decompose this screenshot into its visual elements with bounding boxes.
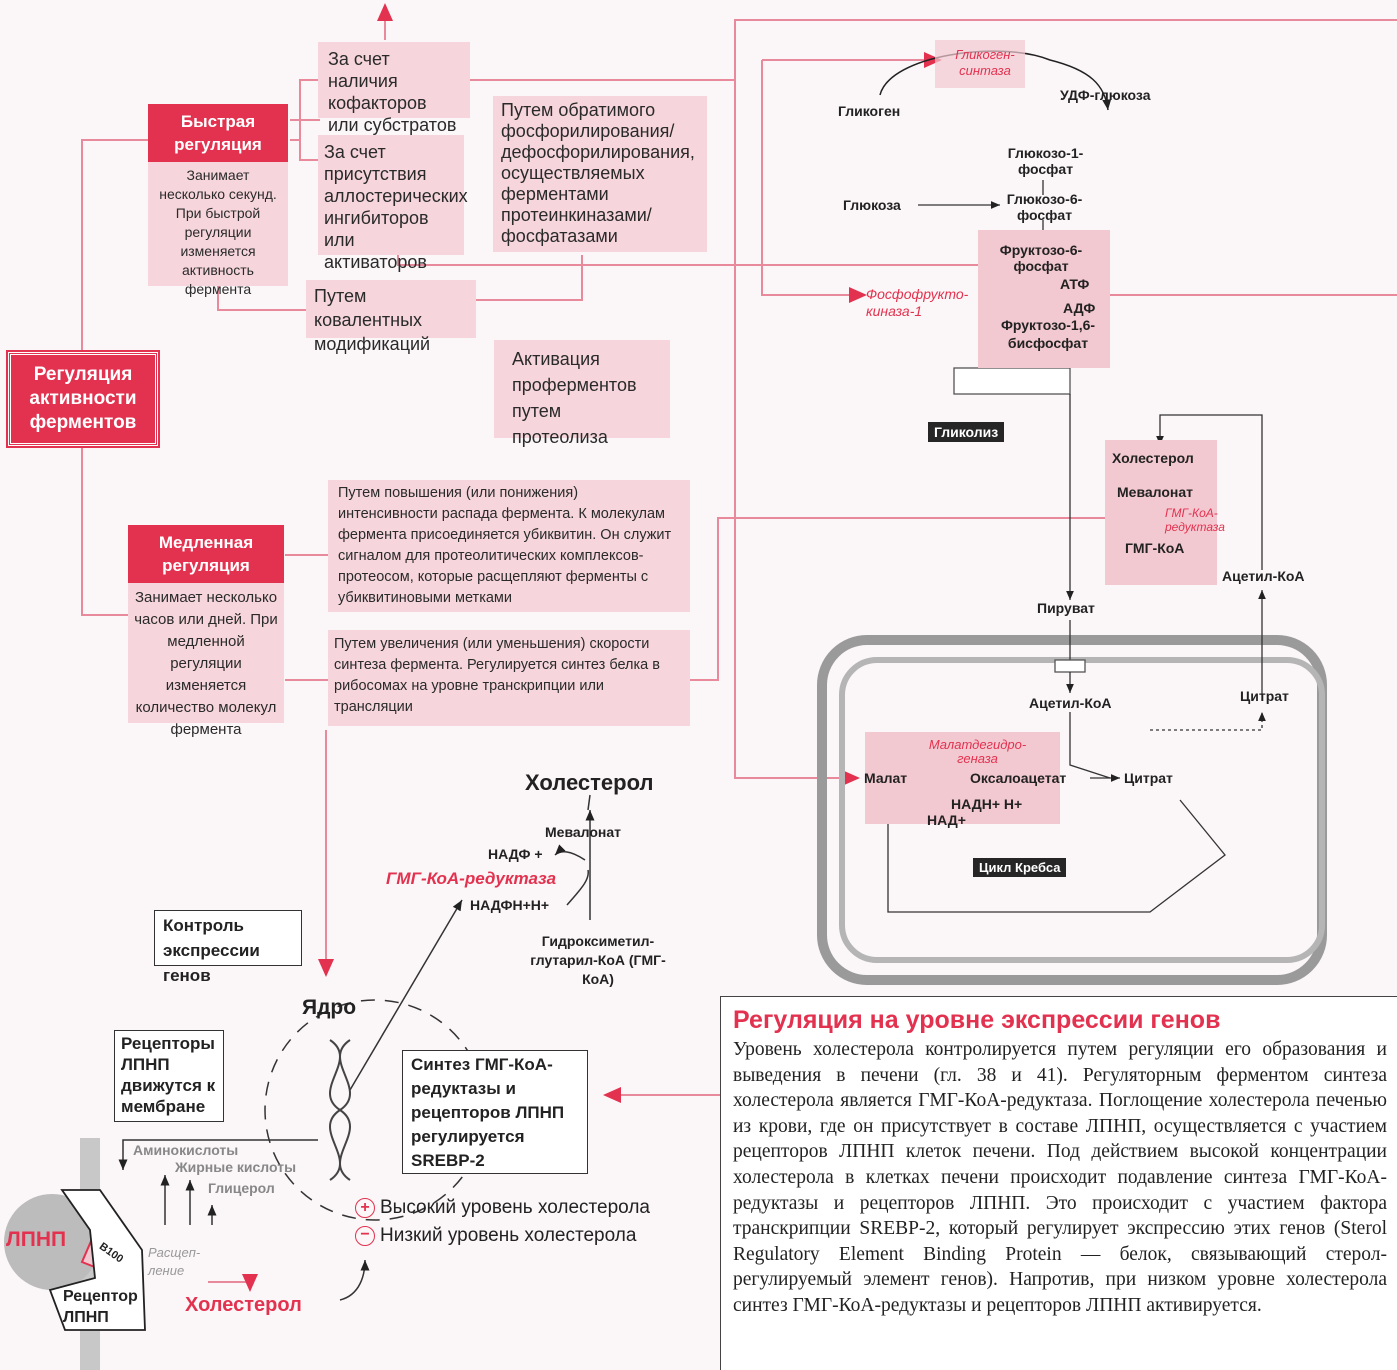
oxaloacetate: Оксалоацетат — [970, 770, 1067, 786]
pfk-highlight — [978, 230, 1110, 368]
hmgcoa-cyto: ГМГ-КоА — [1125, 540, 1185, 556]
main-title: Регуляция активности ферментов — [6, 350, 160, 448]
article-text: Уровень холестерола контролируется путем… — [733, 1039, 1387, 1316]
high-cholesterol: Высокий уровень холестерола — [380, 1197, 650, 1218]
nucleus-label: Ядро — [302, 996, 357, 1019]
glycogen-synthase-label: Гликоген-синтаза — [955, 47, 1015, 78]
citrate-mito-top: Цитрат — [1240, 688, 1289, 704]
mechanism-cofactors: За счет наличия кофакторов или субстрато… — [318, 42, 470, 135]
gene-control-box: Контроль экспрессии генов — [154, 910, 302, 985]
receptors-move-box: Рецепторы ЛПНП движутся к мембране — [114, 1030, 224, 1122]
hmgcoa-reductase-label: ГМГ-КоА-редуктаза — [1165, 506, 1225, 534]
reductase-gene: ГМГ-КоА-редуктаза — [386, 869, 557, 888]
fructose-6-phosphate: Фруктозо-6-фосфат — [999, 242, 1083, 274]
article-box: Регуляция на уровне экспрессии генов Уро… — [720, 996, 1397, 1370]
nad: НАД+ — [927, 812, 966, 828]
acetyl-coa-cyto: Ацетил-КоА — [1222, 568, 1305, 584]
pfk-label: Фосфофрукто-киназа-1 — [866, 286, 969, 319]
malate: Малат — [864, 770, 908, 786]
low-cholesterol: Низкий уровень холестерола — [380, 1225, 637, 1246]
acetyl-coa-mito: Ацетил-КоА — [1029, 695, 1112, 711]
slow-regulation-desc: Занимает несколько часов или дней. При м… — [128, 583, 284, 738]
glucose-6-phosphate: Глюкозо-6-фосфат — [1006, 191, 1083, 223]
reductase-highlight — [1105, 440, 1217, 585]
glycogen-synthase-highlight — [935, 40, 1025, 88]
amino-acids: Аминокислоты — [133, 1142, 239, 1158]
udp-glucose: УДФ-глюкоза — [1060, 87, 1151, 103]
slow-regulation-title: Медленная регуляция — [128, 525, 284, 583]
malate-dh-label: Малатдегидро-геназа — [928, 737, 1027, 766]
fast-regulation-title: Быстрая регуляция — [148, 104, 288, 162]
nadph: НАДФН+Н+ — [470, 897, 550, 913]
adp: АДФ — [1063, 300, 1096, 316]
mechanism-proteolysis: Активация проферментов путем протеолиза — [494, 340, 670, 447]
cholesterol-bottom: Холестерол — [185, 1294, 302, 1316]
citrate-mito: Цитрат — [1124, 770, 1173, 786]
receptor-label: Рецептор ЛПНП — [63, 1288, 138, 1326]
pyruvate: Пируват — [1037, 600, 1095, 616]
minus-icon: − — [355, 1226, 375, 1246]
cholesterol-cyto: Холестерол — [1112, 450, 1194, 466]
mechanism-covalent: Путем ковалентных модификаций — [306, 280, 476, 354]
glucose-1-phosphate: Глюкозо-1-фосфат — [1007, 145, 1084, 177]
glycogen: Гликоген — [838, 103, 901, 119]
fast-regulation-desc: Занимает несколько секунд. При быстрой р… — [148, 162, 288, 297]
nadh: НАДН+ Н+ — [951, 796, 1023, 812]
glucose: Глюкоза — [843, 197, 901, 213]
mechanism-phosphorylation: Путем обратимого фосфорилирования/дефосф… — [493, 96, 707, 252]
fructose-bisphosphate: Фруктозо-1,6-бисфосфат — [1000, 317, 1096, 351]
mechanism-allosteric: За счет присутствия аллостерических инги… — [318, 135, 468, 272]
cleavage-label: Расщеп-ление — [148, 1245, 201, 1278]
srebp-box: Синтез ГМГ-КоА-редуктазы и рецепторов ЛП… — [402, 1050, 588, 1174]
fatty-acids: Жирные кислоты — [175, 1159, 297, 1175]
hmg-coa-full: Гидроксиметил-глутарил-КоА (ГМГ-КоА) — [530, 933, 666, 987]
plus-icon: + — [355, 1198, 375, 1218]
krebs-cycle-label: Цикл Кребса — [973, 858, 1067, 877]
ldl-label: ЛПНП — [6, 1228, 67, 1251]
glycerol: Глицерол — [208, 1180, 275, 1196]
malate-dh-highlight — [865, 732, 1060, 824]
mechanism-synthesis: Путем увеличения (или уменьшения) скорос… — [328, 630, 690, 726]
mechanism-degradation: Путем повышения (или понижения) интенсив… — [328, 480, 690, 612]
cholesterol-top: Холестерол — [525, 770, 654, 795]
article-title: Регуляция на уровне экспрессии генов — [733, 1006, 1221, 1034]
mevalonate-gene: Мевалонат — [545, 824, 622, 840]
nadp: НАДФ + — [488, 846, 543, 862]
mevalonate-cyto: Мевалонат — [1117, 484, 1194, 500]
glycolysis-label: Гликолиз — [928, 422, 1005, 442]
atp: АТФ — [1060, 276, 1090, 292]
